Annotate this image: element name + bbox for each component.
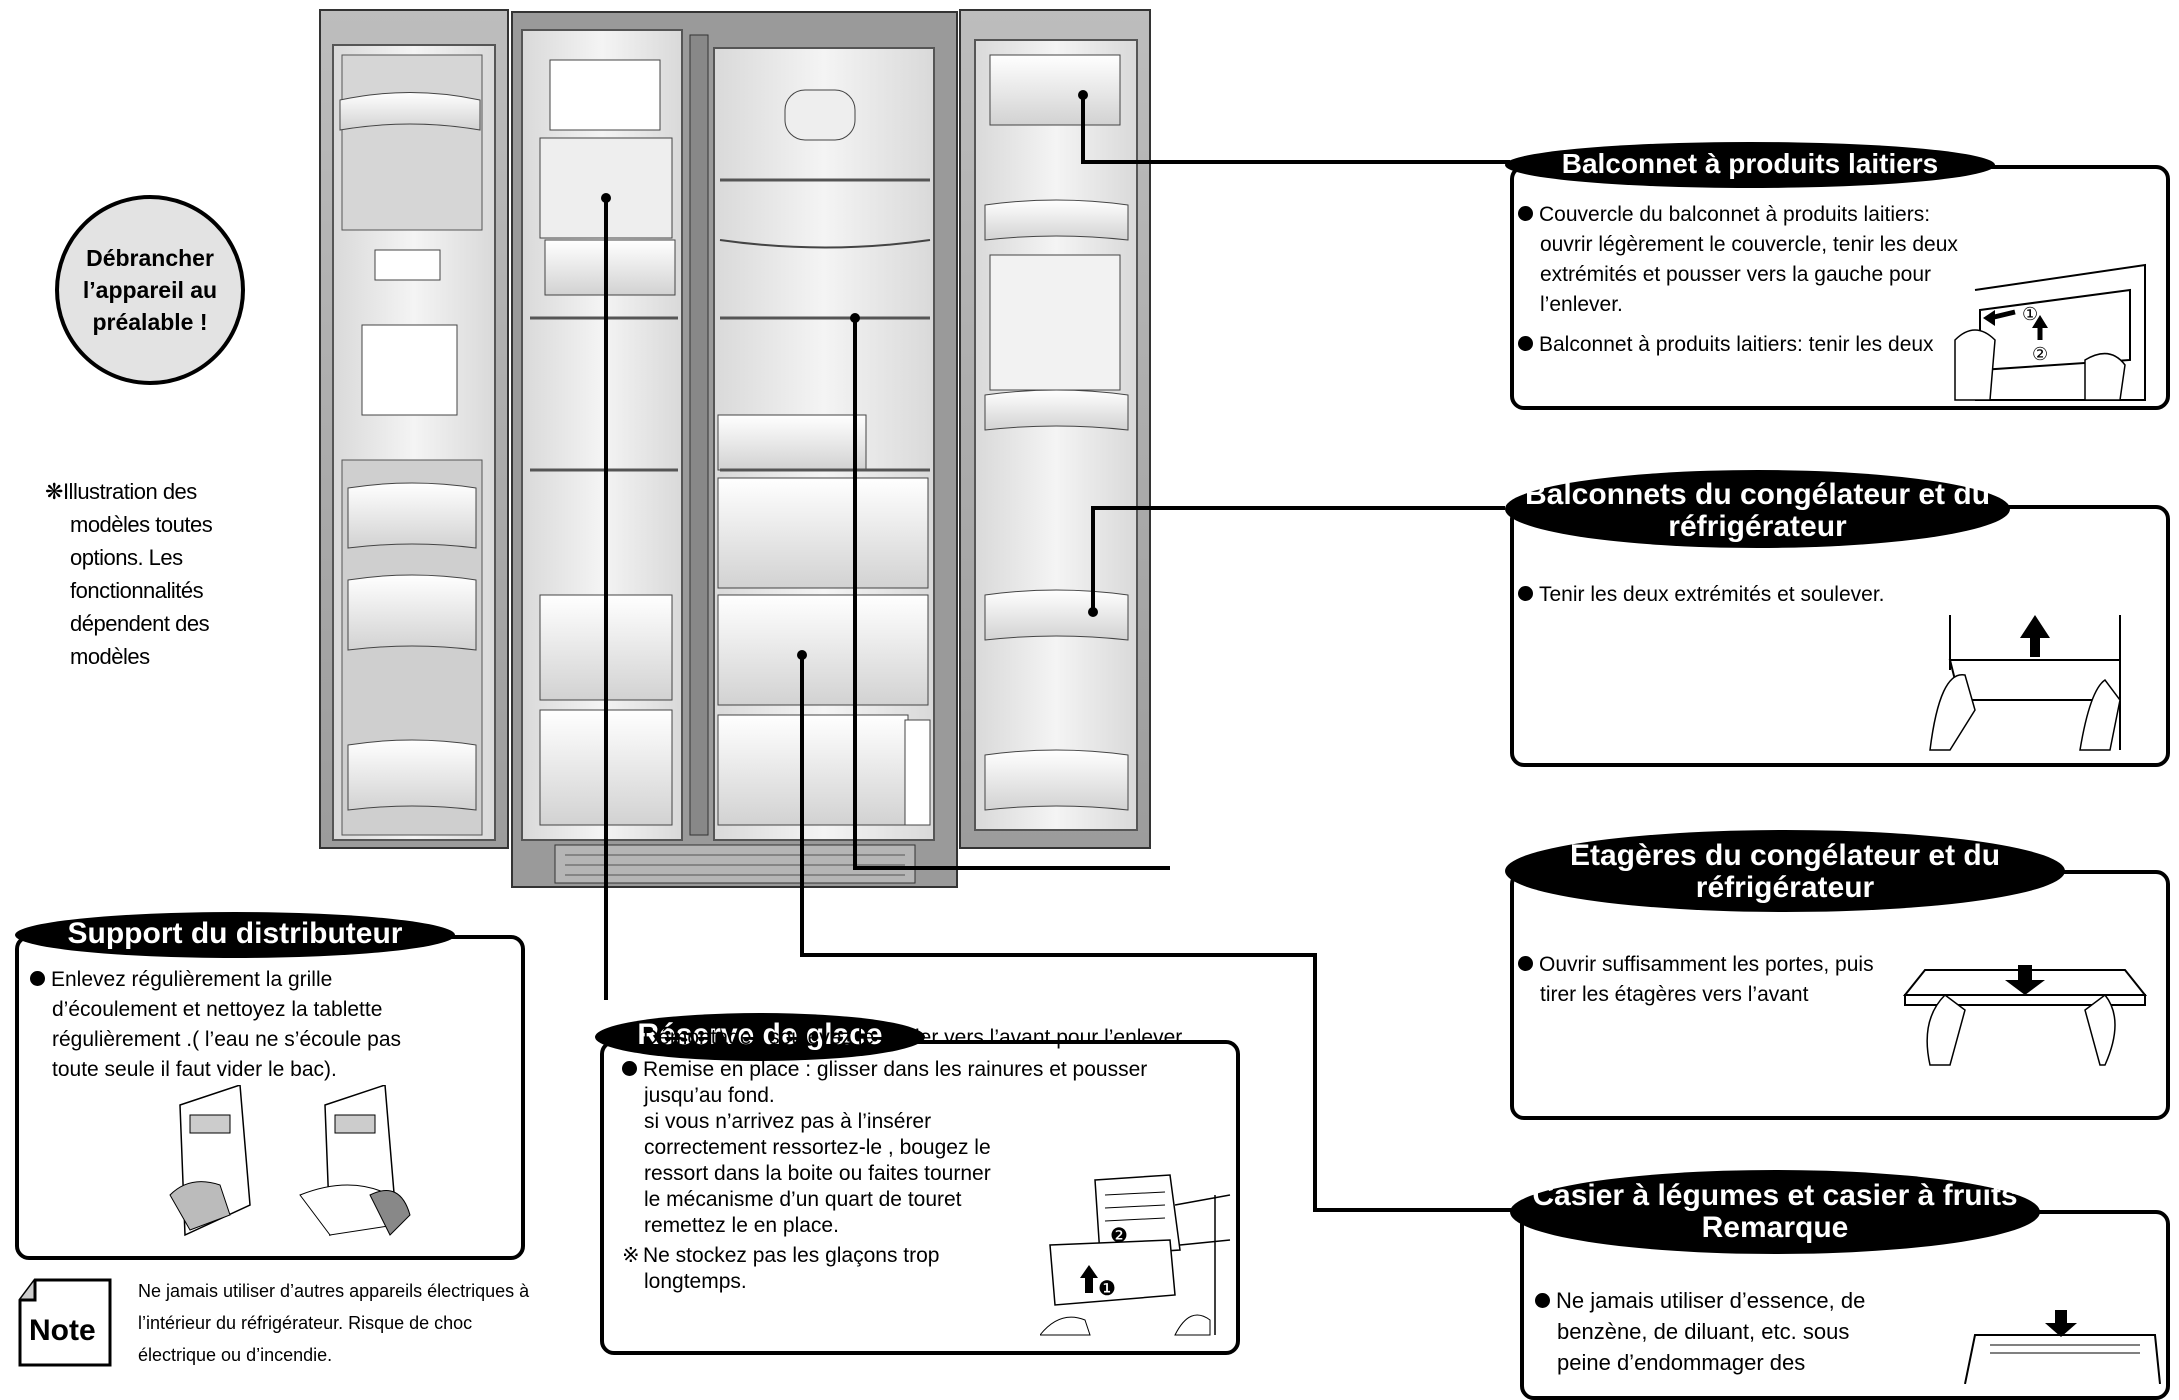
dairy-bin-removal-illustration: ① ② [1954,263,2146,401]
step-1-label: ① [2022,304,2038,325]
dispenser-bullet-1: Enlevez régulièrement la grille d’écoule… [30,965,401,1085]
dairy-bin-panel [1510,165,2170,410]
ice-bin-illustration: ❶ ❷ [1040,1174,1231,1336]
freezer-door [319,9,509,849]
shelf-pull-illustration [1902,965,2148,1066]
note-label: Note [29,1314,96,1347]
door-bins-bullet-1: Tenir les deux extrémités et soulever. [1518,580,1885,610]
warning-line-1: Débrancher [86,245,214,271]
dairy-bin-bullet-2: Balconnet à produits laitiers: tenir les… [1518,330,1934,360]
leader-dots [601,90,1098,660]
ice-bin-instructions: Démontage : soulevez le boîtier vers l’a… [622,1026,1187,1293]
door-bin-lift-illustration [1929,615,2121,751]
ice-bin-title: Réserve de glace [595,1013,925,1061]
warning-line-2: l’appareil au [82,277,218,303]
illustration-note: ❋Illustration des modèles toutes options… [45,479,213,669]
ice-step-2: ❷ [1110,1223,1128,1247]
note-text: Ne jamais utiliser d’autres appareils él… [138,1281,530,1365]
note-icon: Note [18,1278,112,1367]
dispenser-title: Support du distributeur [15,912,455,958]
warning-line-3: préalable ! [92,309,208,335]
unplug-warning-badge: Débrancher l’appareil au préalable ! [55,195,245,385]
crisper-bullet-1: Ne jamais utiliser d’essence, de benzène… [1535,1285,1865,1378]
refrigerator-body [511,11,958,888]
shelves-bullet-1: Ouvrir suffisamment les portes, puis tir… [1518,950,1874,1010]
ice-step-1: ❶ [1098,1276,1116,1300]
dairy-bin-title: Balconnet à produits laitiers [1505,142,1995,188]
crisper-illustration [1964,1310,2161,1384]
fridge-door [959,9,1151,849]
asterisk-icon: ❋ [45,479,63,504]
reference-mark-icon: ※ [622,1244,640,1267]
dispenser-tray-illustration [169,1085,411,1237]
dairy-bin-bullet-1: Couvercle du balconnet à produits laitie… [1518,200,1958,320]
leader-lines [604,95,1520,1212]
step-2-label: ② [2032,344,2048,365]
